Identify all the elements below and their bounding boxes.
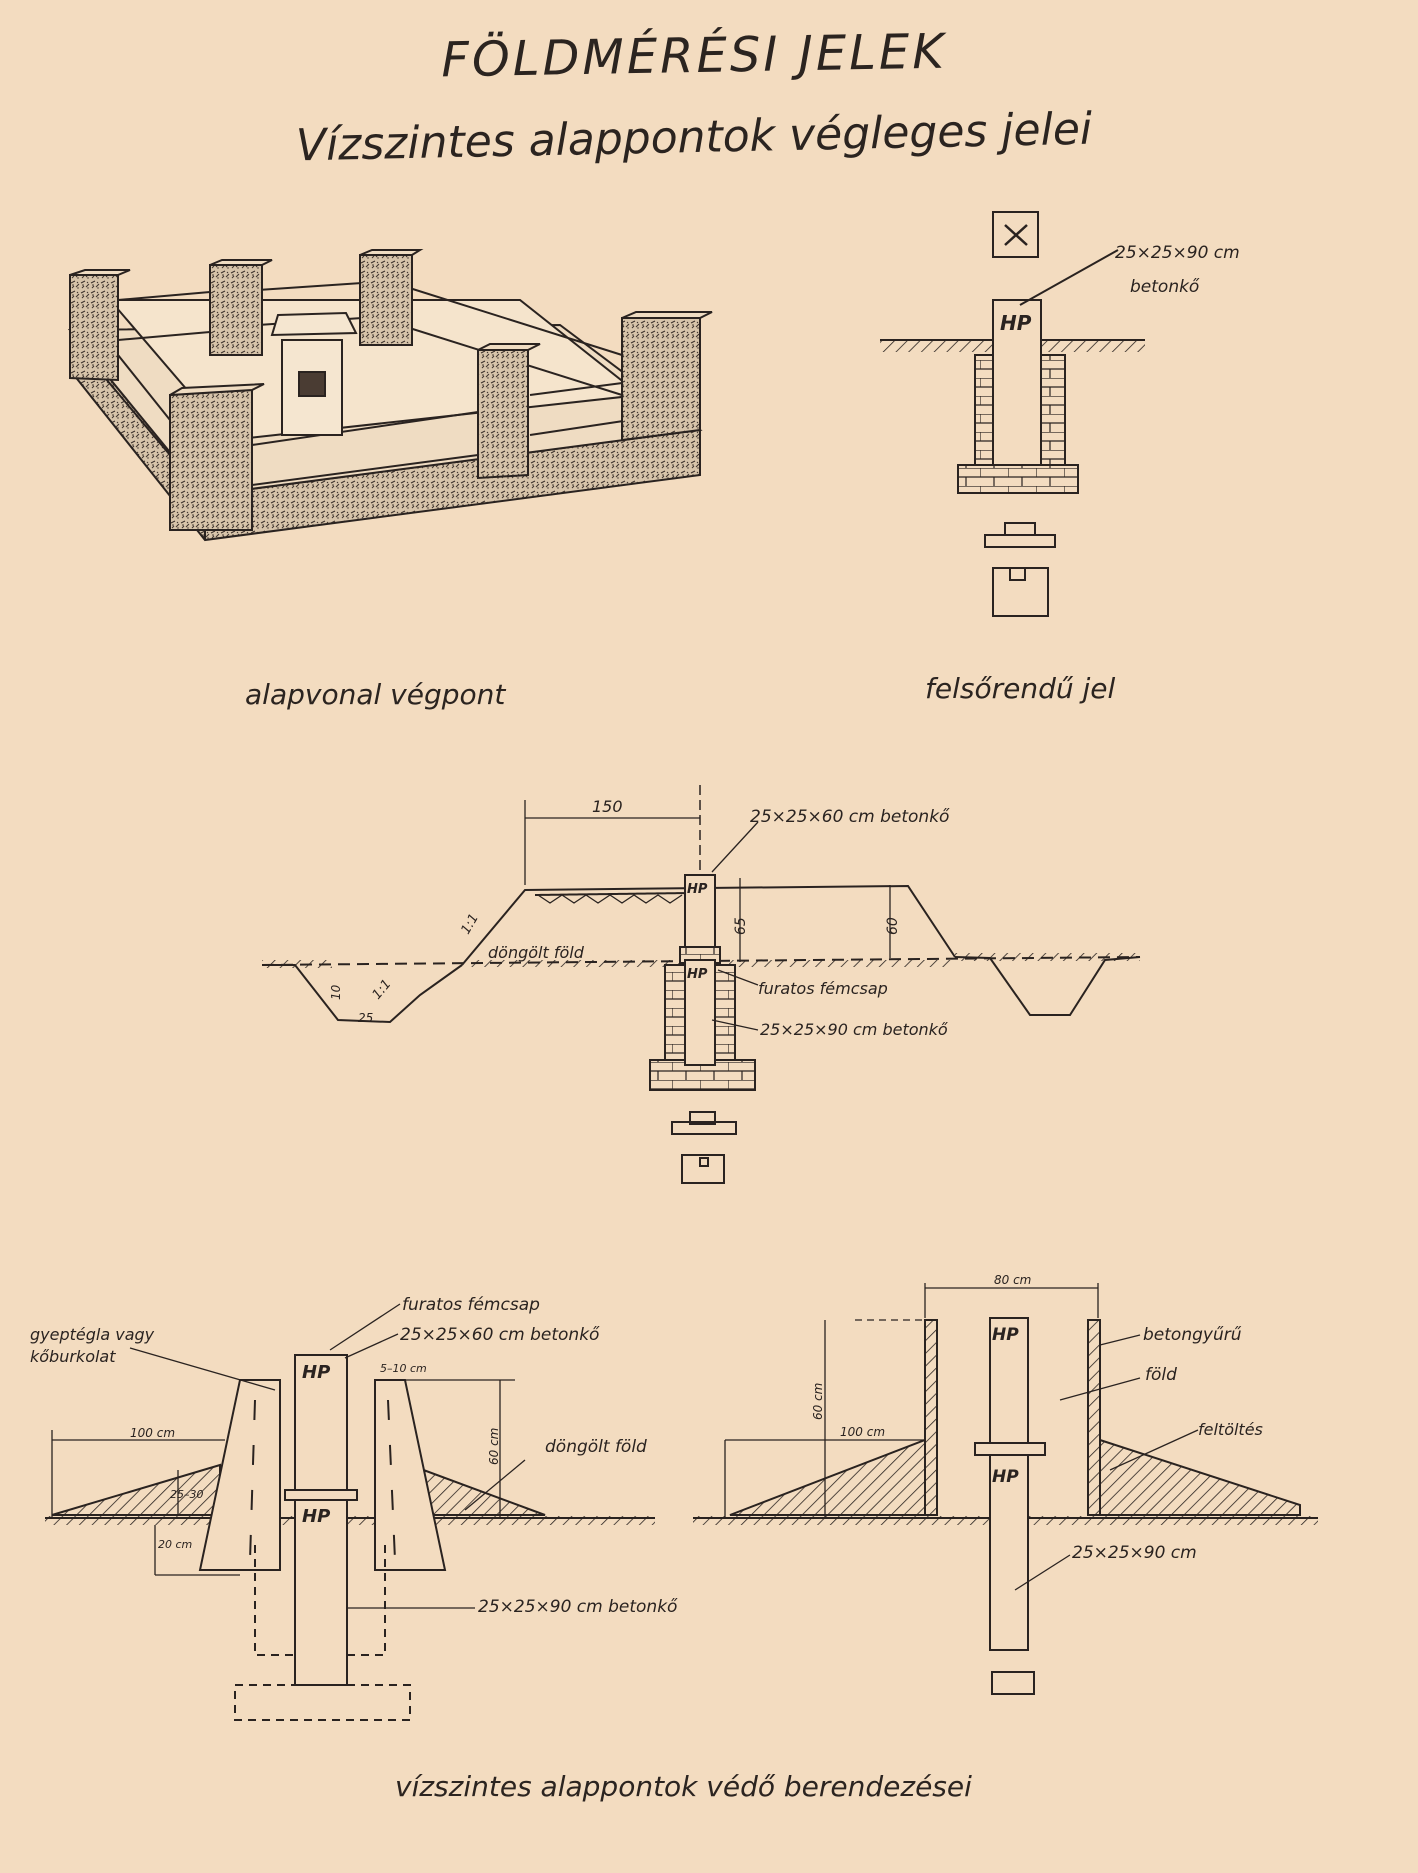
superior-mark-drawing: HP 25×25×90 cm betonkő	[880, 211, 1240, 617]
concrete-ring-drawing: HP HP 80 cm 60 cm 100 cm betongyűrű föld	[693, 1273, 1318, 1695]
cross-mark-box	[992, 211, 1039, 258]
bl-stone-bottom-label: 25×25×90 cm betonkő	[478, 1597, 678, 1617]
br-soil-label: föld	[1145, 1365, 1177, 1385]
bl-gap-label: 5–10 cm	[380, 1362, 427, 1375]
middle-depth: 25	[358, 1011, 373, 1025]
br-stone-label: 25×25×90 cm	[1072, 1543, 1197, 1563]
middle-ratio1: 1:1	[458, 911, 481, 937]
middle-h60: 60	[885, 917, 901, 935]
middle-depth2: 10	[329, 984, 343, 1000]
baseline-endpoint-drawing	[67, 249, 713, 542]
bl-width-label: 100 cm	[130, 1426, 175, 1440]
br-top-label: 80 cm	[994, 1273, 1031, 1287]
caption-protective-devices: vízszintes alappontok védő berendezései	[395, 1770, 972, 1803]
bl-stone-top-label: 25×25×60 cm betonkő	[400, 1325, 600, 1345]
bl-20-label: 20 cm	[158, 1538, 192, 1551]
middle-ratio2: 1:1	[370, 977, 395, 1003]
middle-pin-label: furatos fémcsap	[758, 979, 888, 998]
bl-cover-label1: gyeptégla vagy	[30, 1325, 155, 1344]
middle-rammed-label: döngölt föld	[488, 943, 585, 962]
middle-h65: 65	[733, 917, 749, 935]
bl-cover-label2: kőburkolat	[30, 1347, 116, 1366]
cross-icon	[1004, 224, 1028, 246]
br-ring-label: betongyűrű	[1143, 1325, 1242, 1345]
protective-mound-drawing: HP HP furatos fémcsap 25×25×60 cm betonk…	[30, 1295, 678, 1721]
topright-stone-material: betonkő	[1130, 277, 1200, 297]
br-hp-top: HP	[992, 1325, 1019, 1345]
bl-2530-label: 25–30	[170, 1488, 204, 1501]
bl-rammed-label: döngölt föld	[545, 1437, 647, 1457]
bl-pin-label: furatos fémcsap	[402, 1295, 540, 1315]
caption-baseline-endpoint: alapvonal végpont	[245, 678, 506, 711]
middle-hp-top: HP	[687, 882, 708, 897]
br-width-label: 100 cm	[840, 1425, 885, 1439]
caption-superior-mark: felsőrendű jel	[925, 672, 1116, 705]
br-hp-bottom: HP	[992, 1467, 1019, 1487]
middle-width-dim: 150	[592, 797, 623, 816]
middle-stone-bottom-label: 25×25×90 cm betonkő	[760, 1020, 948, 1039]
middle-stone-top-label: 25×25×60 cm betonkő	[750, 807, 950, 827]
br-fill-label: feltöltés	[1198, 1420, 1263, 1439]
hp-mark: HP	[1000, 311, 1032, 335]
bl-hp-top: HP	[302, 1362, 330, 1383]
br-height-label: 60 cm	[811, 1383, 825, 1420]
middle-section-drawing: 150 HP HP 65 60 25×25×60 cm betonkő 1:1 …	[261, 785, 1141, 1184]
middle-hp-bottom: HP	[687, 967, 708, 982]
bl-height-label: 60 cm	[487, 1428, 501, 1465]
bl-hp-bottom: HP	[302, 1506, 330, 1527]
topright-stone-label: 25×25×90 cm	[1115, 243, 1240, 263]
